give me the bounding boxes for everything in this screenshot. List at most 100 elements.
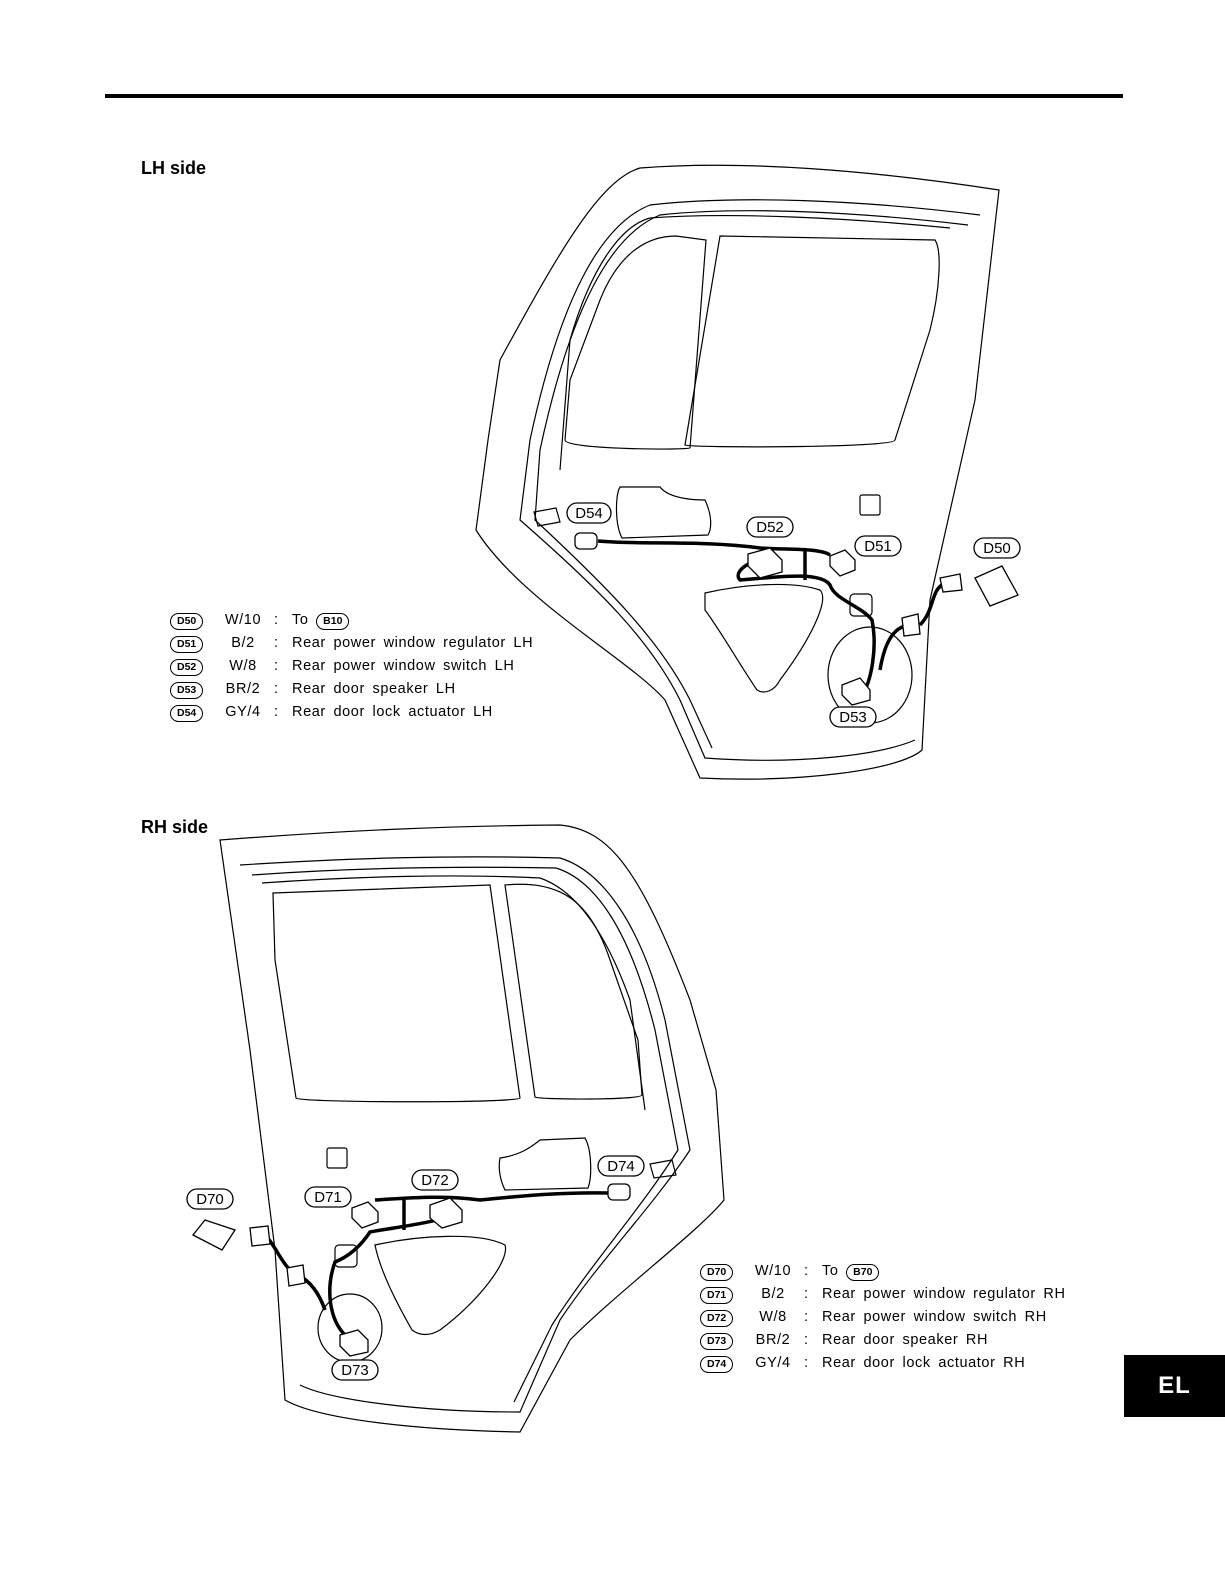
lh-door-inner-line-1 [519,199,981,761]
lh-connector-d50 [974,565,1019,607]
rh-door-inner-line-2 [251,866,679,1403]
lh-armrest-cutout [704,583,824,693]
lh-door-outer-outline [475,164,1000,780]
separator: : [804,1286,809,1302]
rh-connector-grommet [286,1264,306,1287]
lh-harness-main [597,539,832,557]
rh-callout-d70-box [186,1188,234,1210]
separator: : [804,1309,809,1325]
connector-badge: D52 [170,659,204,676]
rh-callout-d74-box [597,1155,645,1177]
rh-callout-d71: D71 [314,1189,342,1206]
lh-callout-d54-box [566,502,612,524]
legend-desc: Rear power window regulator LH [292,635,534,651]
connector-badge: D53 [170,682,204,699]
lh-callout-d52-box [746,516,794,538]
lh-callout-d53-box [829,706,877,728]
rh-grommet-d70 [249,1225,271,1247]
wire-spec: BR/2 [225,681,261,697]
legend-desc: Rear door speaker RH [822,1332,989,1348]
rh-connector-d73 [339,1329,369,1357]
wire-spec: W/10 [224,612,262,628]
ref-connector-badge: B10 [316,613,350,630]
desc-prefix: To [822,1263,839,1279]
wire-spec: BR/2 [755,1332,791,1348]
rh-grommet [334,1244,358,1268]
lh-harness-branch [736,558,876,691]
legend-desc: To B70 [822,1261,880,1281]
separator: : [804,1332,809,1348]
rh-connector-d72 [429,1197,463,1229]
wire-spec: B/2 [231,635,255,651]
legend-desc: To B10 [292,610,350,630]
lh-connector-d51 [829,549,856,577]
separator: : [274,704,279,720]
connector-badge: D74 [700,1356,734,1373]
separator: : [274,635,279,651]
separator: : [274,681,279,697]
rh-section-title: RH side [141,817,209,837]
connector-badge: D73 [700,1333,734,1350]
rh-door-outer-outline [219,824,725,1433]
rh-connector-d71 [351,1201,379,1229]
ref-connector-badge: B70 [846,1264,880,1281]
lh-window-front [564,235,707,450]
wire-spec: W/10 [754,1263,792,1279]
connector-badge: D72 [700,1310,734,1327]
rh-tape-clip [649,1159,677,1179]
separator: : [804,1263,809,1279]
connector-badge: D70 [700,1264,734,1281]
wire-spec: GY/4 [225,704,261,720]
top-rule [105,94,1123,98]
connector-badge: D71 [700,1287,734,1304]
rh-window-frame [261,875,646,1111]
rh-callout-d73: D73 [341,1362,369,1379]
separator: : [274,658,279,674]
legend-desc: Rear power window regulator RH [822,1286,1066,1302]
separator: : [274,612,279,628]
rh-callout-d72-box [411,1169,459,1191]
rh-harness-branch [328,1216,446,1337]
lh-connector-d54 [574,532,598,550]
lh-callout-d50-box [973,537,1021,559]
rh-callout-d70: D70 [196,1191,224,1208]
rh-callout-d74: D74 [607,1158,635,1175]
connector-badge: D50 [170,613,204,630]
lh-callout-d50: D50 [983,540,1011,557]
lh-access-hole [859,494,881,516]
wire-spec: W/8 [759,1309,787,1325]
connector-badge: D51 [170,636,204,653]
rh-callout-d71-box [304,1186,352,1208]
lh-connector-d52 [747,547,783,579]
wire-spec: GY/4 [755,1355,791,1371]
rh-connector-d74 [607,1183,631,1201]
lh-connector-grommet [901,613,921,637]
lh-door-diagram: D54 D52 D51 D50 D53 [475,164,1021,780]
lh-callout-d51-box [854,535,902,557]
lh-callout-d53: D53 [839,709,867,726]
lh-callout-d52: D52 [756,519,784,536]
legend-desc: Rear power window switch RH [822,1309,1047,1325]
legend-desc: Rear door lock actuator RH [822,1355,1026,1371]
desc-prefix: To [292,612,309,628]
lh-connector-d53 [841,677,871,706]
lh-grommet-d50 [939,573,963,593]
rh-harness-main [374,1191,611,1202]
rh-window-rear [504,883,643,1100]
rh-connector-d70 [191,1219,237,1251]
rh-door-inner-line-1 [239,856,691,1413]
connector-badge: D54 [170,705,204,722]
lh-callout-d51: D51 [864,538,892,555]
rh-door-handle [498,1137,592,1191]
legend-desc: Rear door speaker LH [292,681,456,697]
rh-window-front [272,884,521,1103]
rh-callout-d72: D72 [421,1172,449,1189]
legend-desc: Rear door lock actuator LH [292,704,493,720]
rh-callout-d73-box [331,1359,379,1381]
wire-spec: W/8 [229,658,257,674]
lh-callout-d54: D54 [575,505,603,522]
wire-spec: B/2 [761,1286,785,1302]
rh-access-hole [326,1147,348,1169]
section-tab-el: EL [1124,1355,1225,1417]
